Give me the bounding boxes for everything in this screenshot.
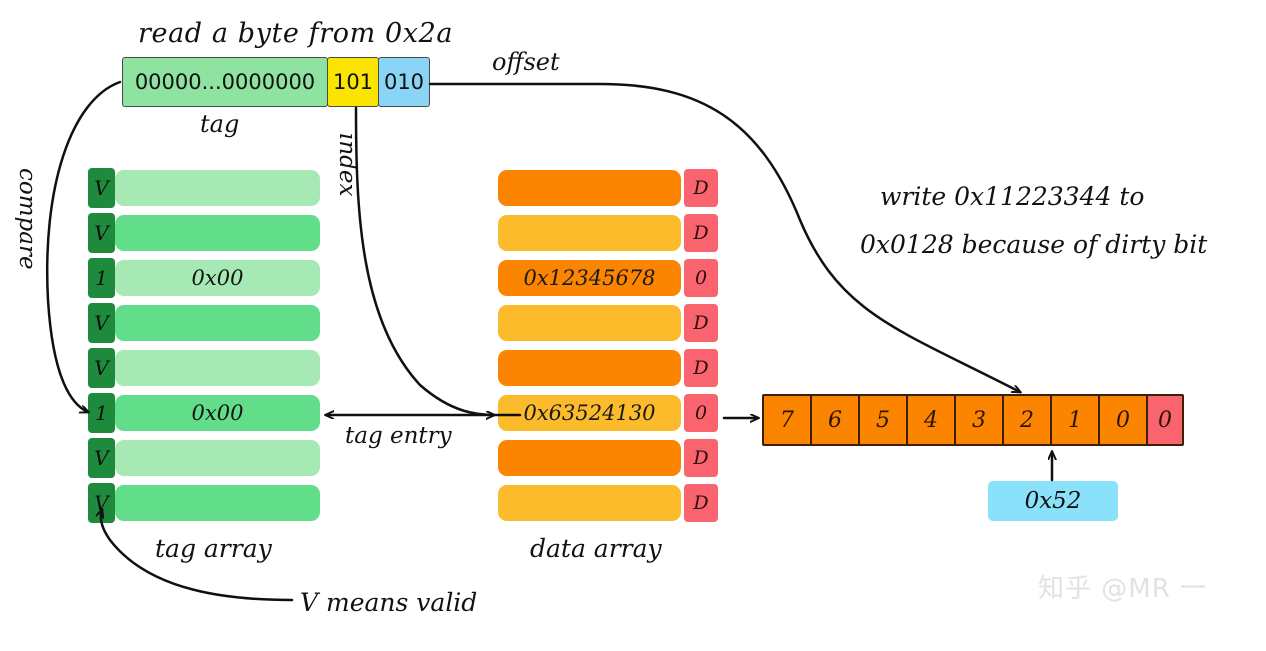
data-dirty-bit: 0 <box>684 259 718 297</box>
data-dirty-bit: 0 <box>684 394 718 432</box>
data-array-row: D <box>498 303 720 343</box>
tag-array-row: V <box>88 348 320 388</box>
tag-valid-bit: V <box>88 483 115 523</box>
data-value: 0x63524130 <box>498 395 681 431</box>
tag-valid-bit: V <box>88 168 115 208</box>
watermark: 知乎 @MR 一 <box>1038 574 1208 604</box>
index-arrow <box>354 106 494 415</box>
tag-value <box>115 440 320 476</box>
tag-value <box>115 350 320 386</box>
byte-cell: 4 <box>906 394 956 446</box>
tag-array-row: V <box>88 483 320 523</box>
label-tag-entry: tag entry <box>345 423 452 449</box>
tag-valid-bit: V <box>88 213 115 253</box>
label-tag: tag <box>200 110 240 138</box>
tag-value: 0x00 <box>115 395 320 431</box>
data-array-row: D <box>498 348 720 388</box>
data-array-row: D <box>498 168 720 208</box>
tag-value <box>115 215 320 251</box>
valid-bit-note: V means valid <box>300 588 478 617</box>
byte-cell: 7 <box>762 394 812 446</box>
tag-valid-bit: V <box>88 303 115 343</box>
data-dirty-bit: D <box>684 214 718 252</box>
data-dirty-bit: D <box>684 169 718 207</box>
address-breakdown: 00000...0000000 101 010 <box>122 57 430 107</box>
tag-array-row: V <box>88 438 320 478</box>
data-array-row: D <box>498 438 720 478</box>
byte-cell: 2 <box>1002 394 1052 446</box>
address-segment-index: 101 <box>327 57 379 107</box>
data-dirty-bit: D <box>684 349 718 387</box>
data-value <box>498 305 681 341</box>
tag-array-row: V <box>88 168 320 208</box>
byte-cell: 1 <box>1050 394 1100 446</box>
data-value <box>498 440 681 476</box>
byte-cell: 6 <box>810 394 860 446</box>
data-value: 0x12345678 <box>498 260 681 296</box>
data-dirty-bit: D <box>684 304 718 342</box>
label-offset: offset <box>492 48 560 76</box>
tag-array-row: V <box>88 303 320 343</box>
data-value <box>498 485 681 521</box>
data-value <box>498 215 681 251</box>
label-data-array: data array <box>530 534 662 563</box>
address-segment-tag: 00000...0000000 <box>122 57 328 107</box>
tag-valid-bit: 1 <box>88 393 115 433</box>
byte-cell: 5 <box>858 394 908 446</box>
tag-valid-bit: V <box>88 438 115 478</box>
data-value <box>498 350 681 386</box>
writeback-note-line1: write 0x11223344 to <box>880 182 1145 211</box>
tag-array-row: V <box>88 213 320 253</box>
data-value <box>498 170 681 206</box>
tag-valid-bit: V <box>88 348 115 388</box>
data-dirty-bit: D <box>684 484 718 522</box>
byte-cell: 3 <box>954 394 1004 446</box>
diagram-title: read a byte from 0x2a <box>138 18 454 49</box>
writeback-note-line2: 0x0128 because of dirty bit <box>860 230 1208 259</box>
label-index: index <box>334 133 360 197</box>
label-compare: compare <box>14 168 40 270</box>
written-byte-box: 0x52 <box>988 481 1118 521</box>
tag-value <box>115 305 320 341</box>
data-array-row: D <box>498 213 720 253</box>
tag-valid-bit: 1 <box>88 258 115 298</box>
tag-value <box>115 170 320 206</box>
data-dirty-bit: D <box>684 439 718 477</box>
byte-row-dirty-bit: 0 <box>1146 394 1184 446</box>
label-tag-array: tag array <box>155 534 272 563</box>
address-segment-offset: 010 <box>378 57 430 107</box>
byte-cell: 0 <box>1098 394 1148 446</box>
tag-value: 0x00 <box>115 260 320 296</box>
tag-value <box>115 485 320 521</box>
data-array-row: D <box>498 483 720 523</box>
